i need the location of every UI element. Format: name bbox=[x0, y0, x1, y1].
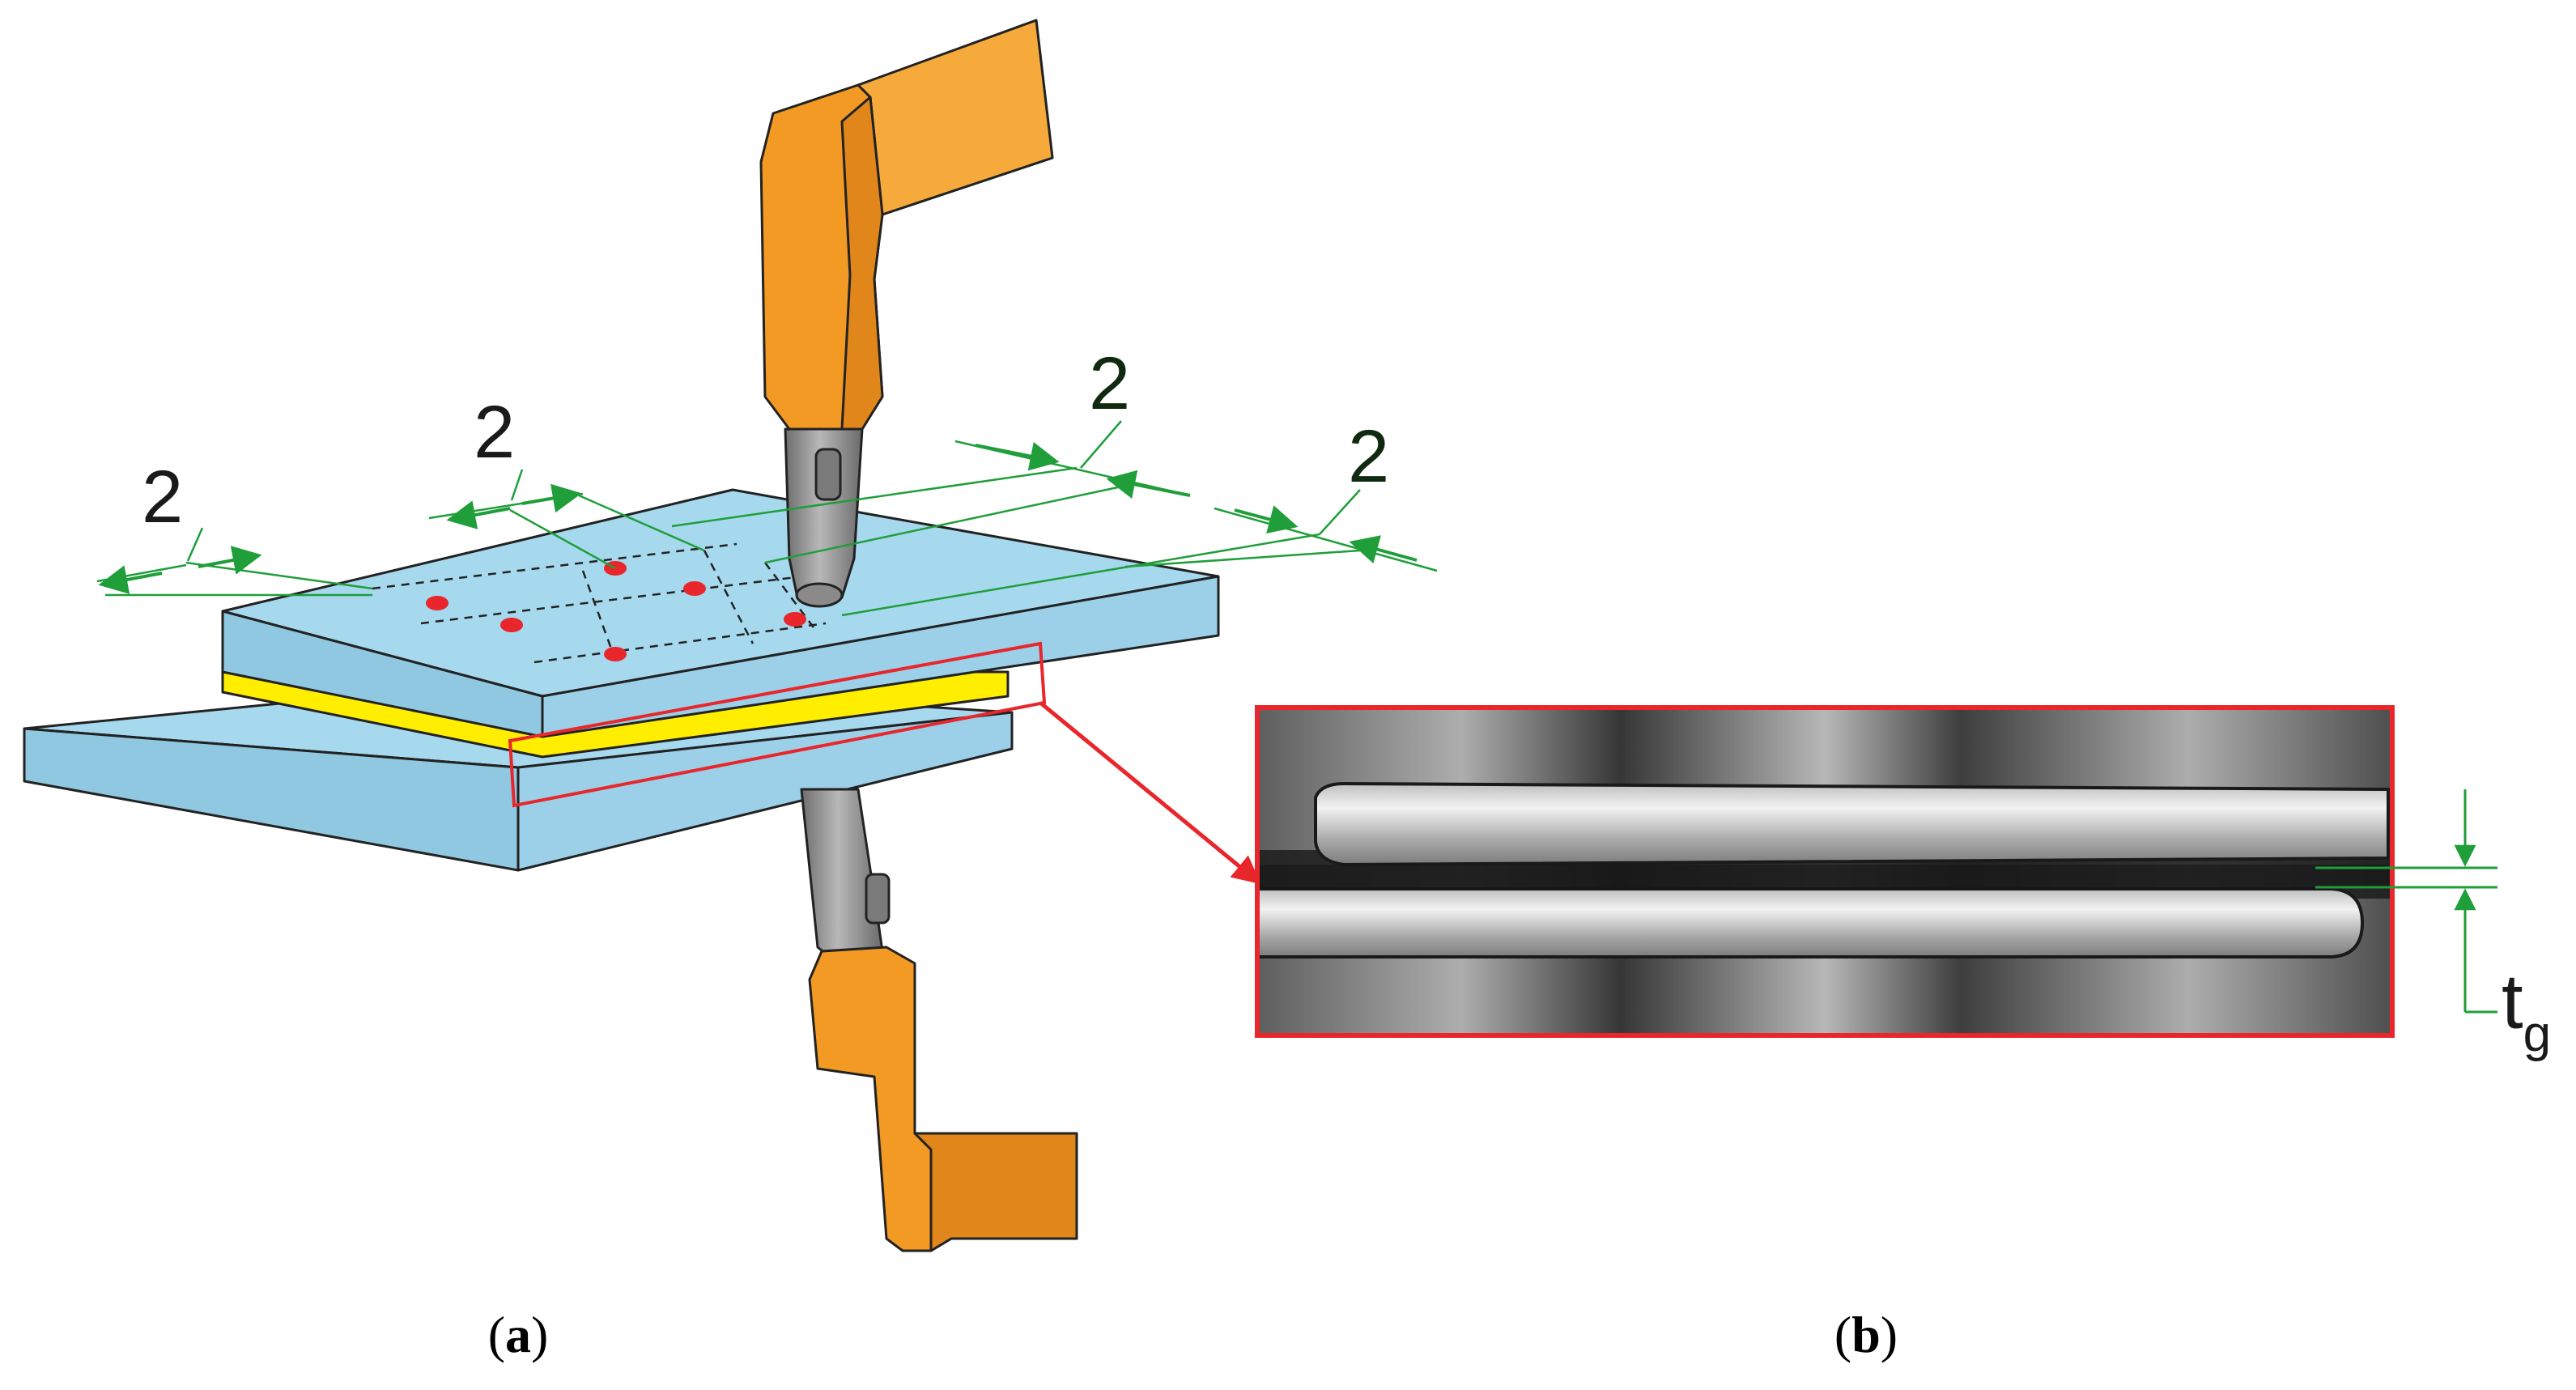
panel-a: 2 2 2 2 bbox=[23, 19, 1438, 1363]
zoom-arrow bbox=[1039, 701, 1261, 885]
dimension-label: 2 bbox=[474, 391, 515, 474]
upper-sheet bbox=[221, 488, 1220, 738]
section-highlight-box bbox=[508, 641, 1047, 808]
caption-b: (b) bbox=[1834, 1306, 1898, 1363]
weld-spot bbox=[426, 596, 448, 610]
panel-b: tg (b) bbox=[1255, 705, 2551, 1363]
upper-electrode bbox=[759, 19, 1054, 608]
weld-grid bbox=[372, 542, 843, 664]
dimension-label: 2 bbox=[1089, 342, 1130, 425]
caption-a: (a) bbox=[488, 1306, 549, 1363]
gap-dimension bbox=[2315, 789, 2497, 1014]
weld-spot bbox=[683, 581, 706, 596]
dimension-label: 2 bbox=[1348, 415, 1389, 498]
weld-spot bbox=[784, 612, 806, 627]
weld-spots bbox=[426, 561, 806, 661]
weld-spot bbox=[604, 647, 627, 661]
dimension-2: 2 bbox=[428, 391, 705, 570]
micrograph-frame bbox=[1255, 705, 2395, 1038]
lower-electrode bbox=[800, 788, 1078, 1252]
dimension-4: 2 bbox=[841, 415, 1438, 617]
dimension-1: 2 bbox=[96, 456, 373, 597]
weld-spot bbox=[500, 618, 523, 632]
micrograph bbox=[1255, 705, 2395, 1038]
dimension-label: 2 bbox=[142, 456, 183, 538]
gap-thickness-label: tg bbox=[2502, 959, 2551, 1062]
dimension-3: 2 bbox=[671, 342, 1191, 564]
